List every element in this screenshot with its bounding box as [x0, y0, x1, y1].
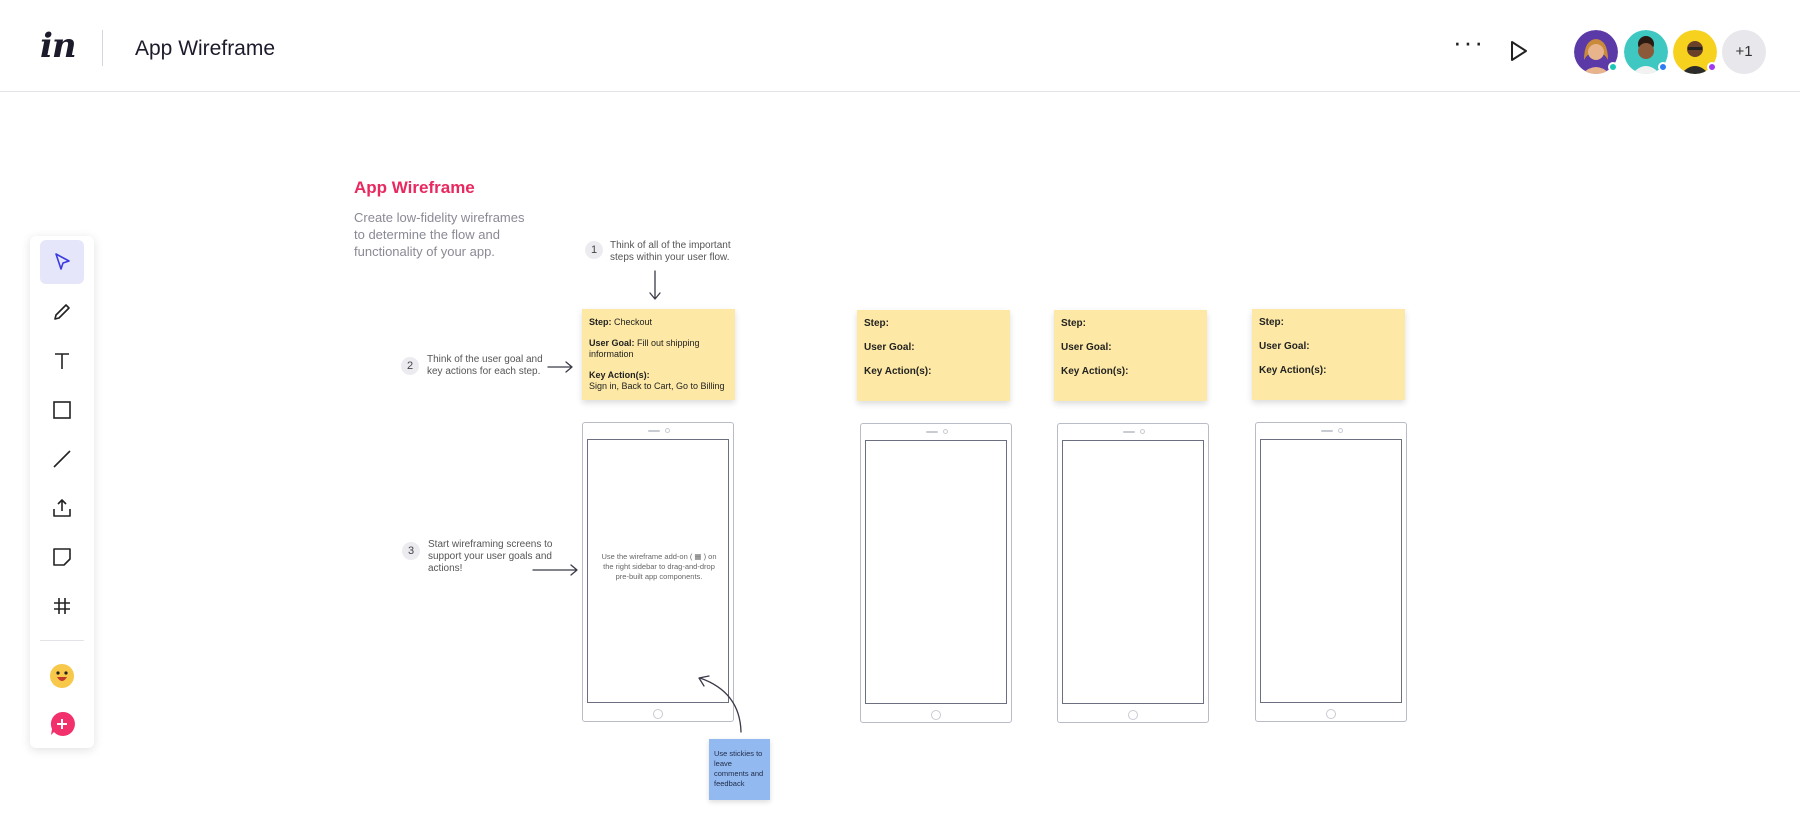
sticky-actions-label: Key Action(s): — [1061, 366, 1129, 377]
phone-wireframe[interactable] — [860, 423, 1012, 723]
wireframe-addon-hint: Use the wireframe add-on ( ▦ ) on the ri… — [601, 552, 717, 581]
emoji-tool[interactable] — [40, 654, 84, 698]
select-tool[interactable] — [40, 240, 84, 284]
line-icon — [53, 450, 71, 468]
phone-screen[interactable] — [1260, 439, 1402, 703]
sticky-actions-label: Key Action(s): — [864, 366, 932, 377]
phone-camera — [1140, 429, 1145, 434]
phone-camera — [943, 429, 948, 434]
phone-screen[interactable] — [1062, 440, 1204, 704]
avatar-image — [1624, 30, 1668, 74]
sticky-note-template[interactable]: Step: User Goal: Key Action(s): — [1054, 310, 1207, 401]
more-options-button[interactable]: ··· — [1453, 27, 1485, 57]
sticky-note-template[interactable]: Step: User Goal: Key Action(s): — [857, 310, 1010, 401]
document-title[interactable]: App Wireframe — [135, 37, 276, 60]
add-tool[interactable] — [40, 702, 84, 746]
arrow-step1 — [649, 270, 661, 300]
toolbar-divider — [40, 640, 84, 641]
header-divider — [102, 30, 103, 66]
sticky-step-label: Step: — [1259, 317, 1284, 328]
step-instruction[interactable]: Think of the user goal and key actions f… — [427, 354, 543, 377]
select-icon — [55, 253, 70, 270]
collaborator-avatar[interactable] — [1624, 30, 1668, 74]
collaborator-avatar[interactable] — [1574, 30, 1618, 74]
phone-screen[interactable]: Use the wireframe add-on ( ▦ ) on the ri… — [587, 439, 729, 703]
phone-wireframe[interactable]: Use the wireframe add-on ( ▦ ) on the ri… — [582, 422, 734, 722]
phone-home-button — [653, 709, 663, 719]
emoji-icon — [50, 664, 74, 688]
add-icon — [50, 711, 75, 736]
top-bar: in App Wireframe ··· — [0, 0, 1800, 92]
phone-speaker — [1321, 430, 1333, 432]
phone-home-button — [931, 710, 941, 720]
arrow-step2 — [547, 361, 573, 373]
avatar-image — [1673, 30, 1717, 74]
more-collaborators-badge[interactable]: +1 — [1722, 30, 1766, 74]
collaborator-avatar[interactable] — [1673, 30, 1717, 74]
sticky-note-icon — [53, 548, 71, 566]
phone-camera — [665, 428, 670, 433]
sticky-step-label: Step: — [1061, 318, 1086, 329]
present-button[interactable] — [1505, 38, 1531, 64]
sticky-goal-label: User Goal: — [864, 342, 915, 353]
step-instruction[interactable]: Think of all of the important steps with… — [610, 240, 731, 263]
text-tool[interactable] — [40, 339, 84, 383]
pencil-tool[interactable] — [40, 290, 84, 334]
sticky-goal-label: User Goal: — [589, 338, 635, 348]
rectangle-icon — [53, 401, 71, 419]
text-icon — [55, 353, 69, 369]
sticky-note-checkout[interactable]: Step: Checkout User Goal: Fill out shipp… — [582, 309, 735, 400]
upload-tool[interactable] — [40, 486, 84, 530]
sticky-goal-label: User Goal: — [1259, 341, 1310, 352]
phone-screen[interactable] — [865, 440, 1007, 704]
play-icon — [1511, 41, 1527, 61]
phone-wireframe[interactable] — [1057, 423, 1209, 723]
step-number: 3 — [402, 542, 420, 560]
rectangle-tool[interactable] — [40, 388, 84, 432]
canvas-description[interactable]: Create low-fidelity wireframes to determ… — [354, 210, 525, 259]
sticky-step-label: Step: — [589, 317, 612, 327]
grid-tool[interactable] — [40, 584, 84, 628]
sticky-actions-label: Key Action(s): — [589, 370, 650, 380]
phone-speaker — [648, 430, 660, 432]
sticky-goal-label: User Goal: — [1061, 342, 1112, 353]
pencil-icon — [54, 304, 70, 320]
step-instruction[interactable]: Start wireframing screens to support you… — [428, 539, 553, 574]
upload-icon — [53, 499, 71, 517]
sticky-step-label: Step: — [864, 318, 889, 329]
sticky-step-value: Checkout — [614, 317, 653, 327]
tools-sidebar — [30, 236, 94, 748]
sticky-note-template[interactable]: Step: User Goal: Key Action(s): — [1252, 309, 1405, 400]
canvas-title[interactable]: App Wireframe — [354, 178, 475, 197]
step-number: 2 — [401, 357, 419, 375]
status-dot — [1707, 62, 1717, 72]
phone-speaker — [1123, 431, 1135, 433]
phone-speaker — [926, 431, 938, 433]
phone-camera — [1338, 428, 1343, 433]
comment-sticky-note[interactable]: Use stickies to leave comments and feedb… — [709, 739, 770, 800]
status-dot — [1658, 62, 1668, 72]
invision-logo[interactable]: in — [40, 26, 77, 66]
sticky-goal-value: Fill out shipping information — [589, 338, 700, 359]
phone-wireframe[interactable] — [1255, 422, 1407, 722]
status-dot — [1608, 62, 1618, 72]
line-tool[interactable] — [40, 437, 84, 481]
grid-icon — [54, 598, 70, 614]
step-number: 1 — [585, 241, 603, 259]
phone-home-button — [1128, 710, 1138, 720]
sticky-note-tool[interactable] — [40, 535, 84, 579]
sticky-actions-label: Key Action(s): — [1259, 365, 1327, 376]
phone-home-button — [1326, 709, 1336, 719]
sticky-actions-value: Sign in, Back to Cart, Go to Billing — [589, 381, 725, 391]
avatar-image — [1574, 30, 1618, 74]
